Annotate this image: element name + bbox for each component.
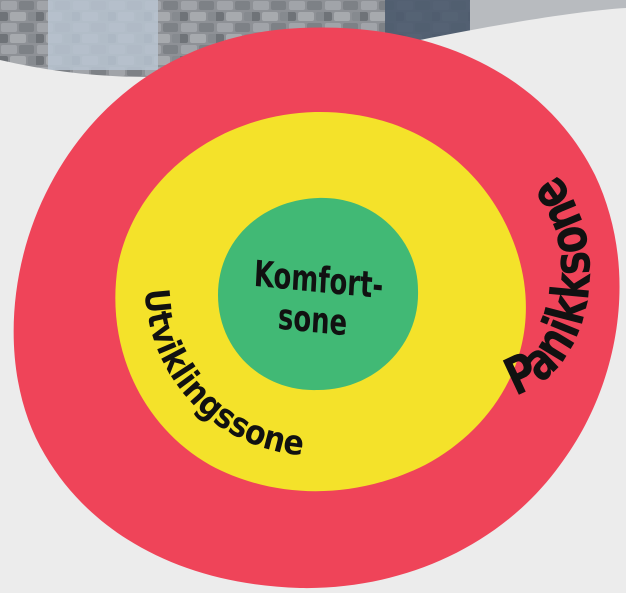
person-legs-left	[48, 0, 158, 70]
comfort-zone-label-line2: sone	[277, 297, 348, 345]
